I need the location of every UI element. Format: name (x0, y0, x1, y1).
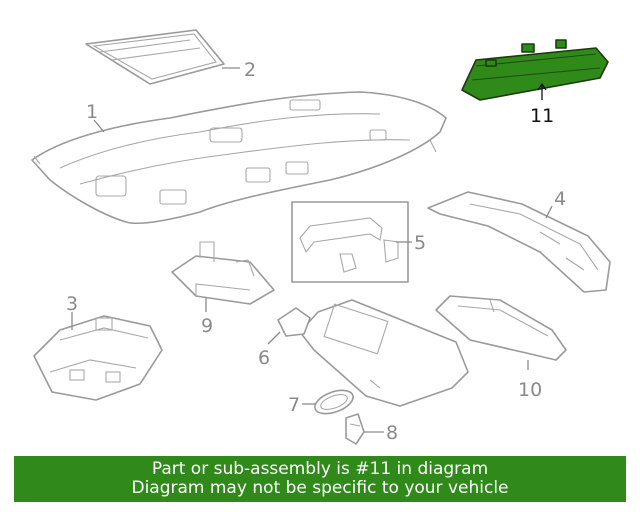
callout-5[interactable]: 5 (414, 232, 426, 254)
part-10-trim[interactable] (435, 295, 567, 361)
leader-4 (545, 205, 553, 219)
part-7-cap[interactable] (312, 386, 356, 418)
part-3-console[interactable] (33, 315, 163, 401)
callout-6[interactable]: 6 (258, 347, 270, 369)
callout-9[interactable]: 9 (201, 315, 213, 337)
info-banner: Part or sub-assembly is #11 in diagram D… (14, 456, 626, 502)
callout-8[interactable]: 8 (386, 422, 398, 444)
banner-line-2: Diagram may not be specific to your vehi… (131, 478, 509, 498)
callout-7[interactable]: 7 (288, 394, 300, 416)
callout-4[interactable]: 4 (554, 188, 566, 210)
leader-11-arrow (537, 82, 547, 91)
part-5-handle-group[interactable] (291, 201, 409, 283)
banner-line-1: Part or sub-assembly is #11 in diagram (151, 459, 489, 479)
leader-1 (93, 119, 105, 133)
part-8-clip[interactable] (345, 413, 365, 445)
callout-2[interactable]: 2 (244, 59, 256, 81)
part-9-lamp[interactable] (171, 241, 275, 305)
part-6-visor[interactable] (277, 299, 469, 407)
callout-1[interactable]: 1 (86, 101, 98, 123)
part-2-panel[interactable] (85, 29, 225, 85)
leader-6 (267, 331, 281, 345)
callout-10[interactable]: 10 (518, 379, 542, 401)
part-4-trim[interactable] (427, 191, 611, 293)
callout-3[interactable]: 3 (66, 293, 78, 315)
callout-11[interactable]: 11 (530, 105, 554, 127)
part-1-headliner[interactable] (31, 91, 447, 225)
part-11-console[interactable] (461, 39, 609, 101)
parts-diagram: 2 1 11 4 (31, 29, 611, 445)
